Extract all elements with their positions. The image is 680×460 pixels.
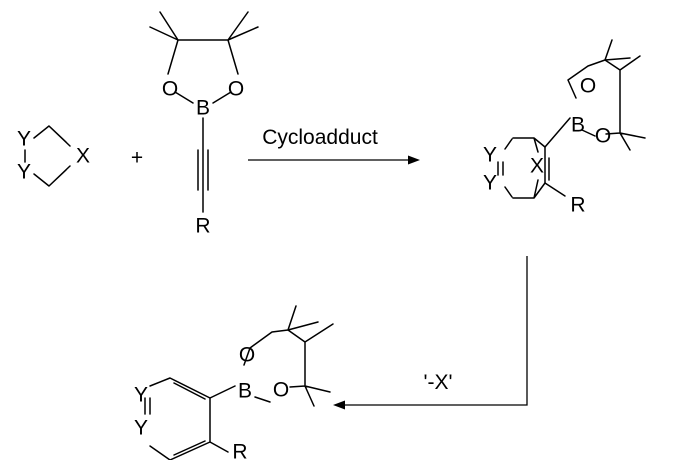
step1-label: Cycloadduct bbox=[262, 126, 378, 149]
atom-x: X bbox=[76, 145, 90, 168]
atom-o-right: O bbox=[228, 78, 244, 101]
atom-o-left: O bbox=[162, 78, 178, 101]
atom-y-lower: Y bbox=[134, 417, 148, 440]
step2-label: '-X' bbox=[423, 371, 452, 394]
atom-r: R bbox=[195, 215, 210, 238]
reactant-alkynylboronate: O O B R bbox=[149, 11, 259, 238]
reactant-heterocycle: Y Y X bbox=[17, 125, 90, 187]
cycloadduct: Y Y X O B O R bbox=[483, 39, 646, 217]
step2-arrow-head bbox=[333, 400, 345, 410]
step1-arrow: Cycloadduct bbox=[248, 126, 420, 165]
atom-r: R bbox=[570, 194, 585, 217]
atom-y-top: Y bbox=[17, 128, 31, 151]
atom-y-lower: Y bbox=[483, 172, 497, 195]
product-arylboronate: Y Y O B O R bbox=[134, 305, 334, 460]
atom-o-lower: O bbox=[273, 379, 289, 402]
plus-sign: + bbox=[131, 147, 143, 170]
step2-arrow: '-X' bbox=[333, 256, 528, 410]
atom-b: B bbox=[196, 97, 210, 120]
atom-b: B bbox=[238, 380, 252, 403]
atom-b: B bbox=[571, 114, 585, 137]
step1-arrow-head bbox=[408, 155, 420, 165]
atom-o-upper: O bbox=[239, 344, 255, 367]
atom-o-upper: O bbox=[580, 75, 596, 98]
atom-y-bottom: Y bbox=[17, 161, 31, 184]
atom-o-lower: O bbox=[595, 125, 611, 148]
atom-r: R bbox=[232, 441, 247, 460]
boronate-ester-bonds bbox=[209, 305, 334, 407]
atom-y-upper: Y bbox=[483, 144, 497, 167]
step2-arrow-line bbox=[345, 256, 528, 406]
atom-x-bridge: X bbox=[530, 155, 544, 178]
atom-y-upper: Y bbox=[134, 384, 148, 407]
substituent-r-bond bbox=[544, 182, 566, 197]
alkyne-triple-bond bbox=[197, 117, 209, 213]
aromatic-ring-bonds bbox=[144, 377, 211, 460]
pinacol-ring-bonds bbox=[149, 11, 259, 104]
cycloadduct-ring-bonds bbox=[497, 137, 550, 199]
heterocycle-bonds bbox=[24, 125, 71, 187]
boronate-ester-bonds bbox=[544, 39, 646, 151]
substituent-r-bond bbox=[209, 441, 229, 453]
